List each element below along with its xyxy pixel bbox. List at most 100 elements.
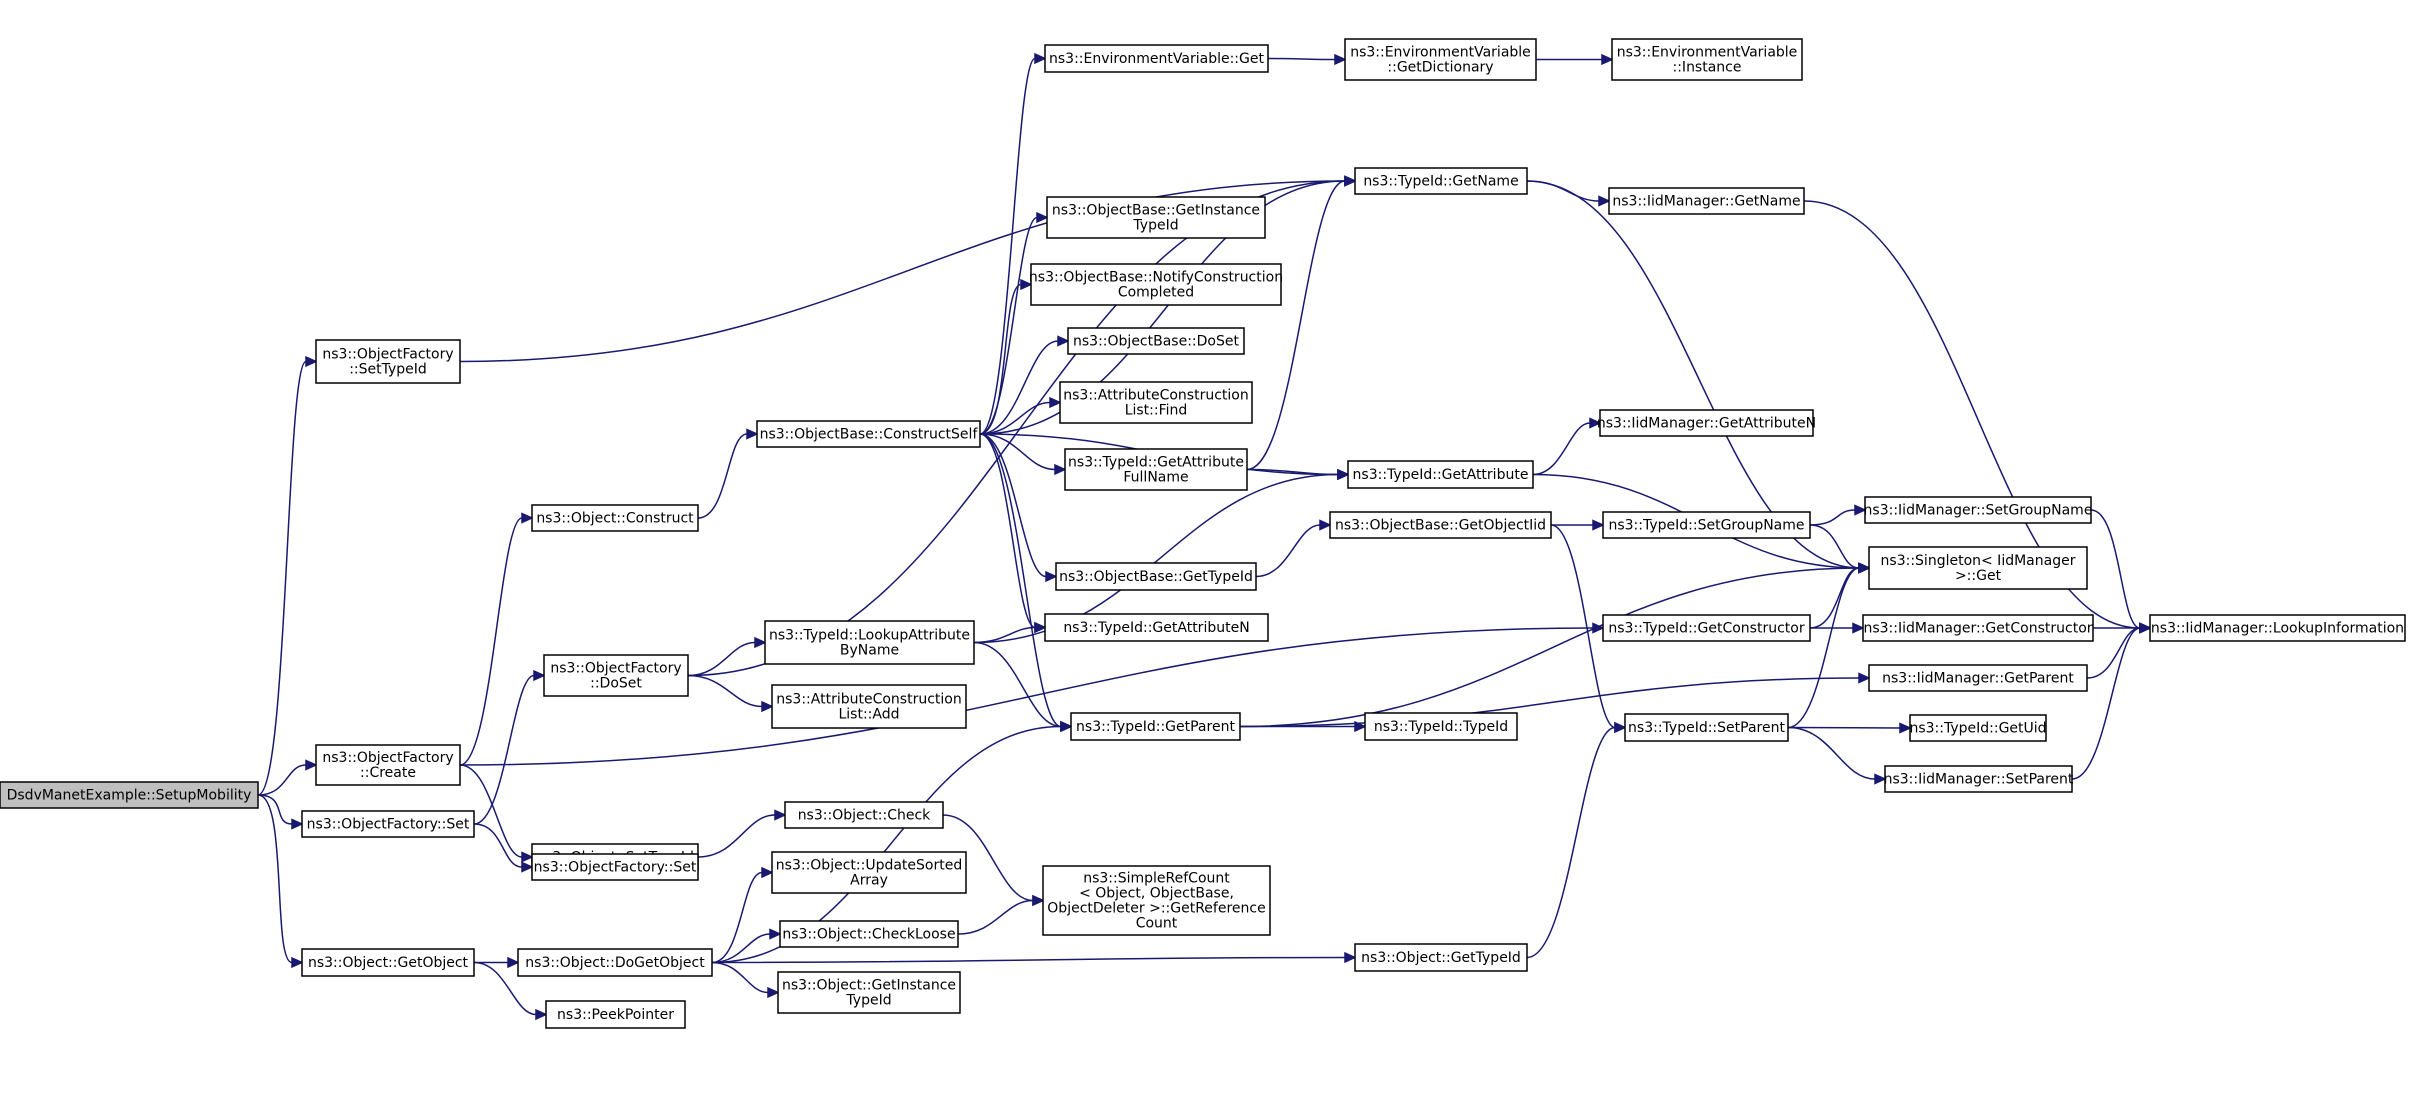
node-ns3-simplerefcount-object-objectbase-objectdeleter-getreferencecount[interactable]: ns3::SimpleRefCount< Object, ObjectBase,… (1042, 865, 1271, 936)
node-box (1884, 765, 2073, 793)
node-label: ns3::TypeId::GetConstructor (1608, 621, 1804, 637)
node-ns3-objectfactory-settypeid[interactable]: ns3::ObjectFactory::SetTypeId (315, 339, 461, 384)
edge-n16-n27 (957, 894, 1045, 935)
edge-arrowhead (774, 809, 787, 821)
node-ns3-environmentvariable-getdictionary[interactable]: ns3::EnvironmentVariable::GetDictionary (1344, 38, 1537, 81)
node-ns3-typeid-getattribute[interactable]: ns3::TypeId::GetAttribute (1347, 460, 1534, 489)
node-ns3-typeid-getattributen[interactable]: ns3::TypeId::GetAttributeN (1044, 613, 1269, 642)
node-ns3-iidmanager-getname[interactable]: ns3::IidManager::GetName (1608, 187, 1805, 215)
node-ns3-iidmanager-lookupinformation[interactable]: ns3::IidManager::LookupInformation (2149, 614, 2406, 642)
edge-n12-n26 (973, 641, 1073, 733)
node-label: ns3::ObjectBase::GetObjectIid (1335, 518, 1546, 534)
edges-layer (257, 52, 2152, 1021)
node-ns3-objectfactory-create[interactable]: ns3::ObjectFactory::Create (315, 744, 461, 786)
edge-line (1803, 200, 2141, 629)
node-ns3-typeid-setparent[interactable]: ns3::TypeId::SetParent (1624, 713, 1789, 742)
edge-n23-n30 (1246, 468, 1350, 481)
edge-n45-n46 (2071, 622, 2152, 780)
node-box (1329, 511, 1552, 539)
node-ns3-singleton-iidmanager-get[interactable]: ns3::Singleton< IidManager >::Get (1868, 546, 2088, 590)
edge-n0-n2 (257, 759, 318, 796)
node-ns3-iidmanager-setparent[interactable]: ns3::IidManager::SetParent (1884, 765, 2074, 793)
node-ns3-objectbase-getobjectiid[interactable]: ns3::ObjectBase::GetObjectIid (1329, 511, 1552, 539)
edge-arrowhead (1589, 417, 1602, 429)
node-ns3-object-dogetobject[interactable]: ns3::Object::DoGetObject (517, 948, 713, 977)
node-ns3-object-check[interactable]: ns3::Object::Check (784, 801, 944, 829)
edge-line (1787, 567, 1860, 729)
edge-line (1239, 677, 1860, 728)
node-label: ns3::TypeId::TypeId (1374, 719, 1508, 735)
node-ns3-environmentvariable-get[interactable]: ns3::EnvironmentVariable::Get (1044, 44, 1269, 73)
node-ns3-iidmanager-getconstructor[interactable]: ns3::IidManager::GetConstructor (1862, 614, 2094, 642)
edge-arrowhead (1049, 396, 1062, 409)
node-ns3-typeid-getconstructor[interactable]: ns3::TypeId::GetConstructor (1602, 614, 1811, 642)
node-ns3-typeid-typeid[interactable]: ns3::TypeId::TypeId (1364, 712, 1518, 741)
edge-line (979, 216, 1038, 435)
edge-n9-n17 (711, 961, 780, 999)
node-ns3-environmentvariable-instance[interactable]: ns3::EnvironmentVariable::Instance (1611, 38, 1803, 81)
node-label: ns3::AttributeConstruction (776, 692, 961, 708)
node-ns3-iidmanager-getparent[interactable]: ns3::IidManager::GetParent (1868, 664, 2088, 692)
node-box (545, 1000, 686, 1029)
edge-arrowhead (746, 428, 759, 440)
node-ns3-typeid-getuid[interactable]: ns3::TypeId::GetUid (1909, 714, 2047, 742)
edge-arrowhead (1334, 53, 1347, 66)
edge-line (697, 814, 776, 858)
edge-line (473, 674, 535, 825)
node-ns3-typeid-getparent[interactable]: ns3::TypeId::GetParent (1070, 712, 1241, 741)
node-ns3-objectfactory-set[interactable]: ns3::ObjectFactory::Set (301, 810, 475, 838)
node-label: ns3::Object::GetInstance (782, 978, 956, 994)
node-box (1611, 38, 1803, 81)
node-ns3-object-getobject[interactable]: ns3::Object::GetObject (301, 948, 475, 977)
node-ns3-object-checkloose[interactable]: ns3::Object::CheckLoose (779, 920, 959, 948)
node-box (315, 339, 461, 384)
node-ns3-objectbase-gettypeid[interactable]: ns3::ObjectBase::GetTypeId (1055, 562, 1257, 591)
node-ns3-objectbase-notifyconstructioncompleted[interactable]: ns3::ObjectBase::NotifyConstructionCompl… (1029, 263, 1283, 306)
edge-line (1246, 180, 1346, 471)
node-ns3-objectbase-constructself[interactable]: ns3::ObjectBase::ConstructSelf (756, 420, 981, 448)
node-ns3-typeid-getname[interactable]: ns3::TypeId::GetName (1354, 167, 1528, 195)
node-label: ns3::TypeId::GetAttribute (1353, 467, 1529, 483)
edge-n3-n8 (473, 823, 534, 873)
edge-line (257, 764, 307, 796)
node-dsdvmanetexample-setupmobility[interactable]: DsdvManetExample::SetupMobility (0, 781, 259, 809)
edge-n11-n23 (979, 433, 1067, 476)
node-label: ns3::ObjectFactory (322, 347, 453, 363)
nodes-layer: DsdvManetExample::SetupMobilityns3::Obje… (0, 38, 2406, 1029)
node-label: ::SetTypeId (349, 362, 427, 378)
edge-arrowhead (1854, 504, 1867, 516)
edge-n11-n21 (979, 335, 1070, 435)
node-box (1909, 714, 2047, 742)
edge-arrowhead (521, 861, 534, 873)
edge-line (459, 517, 523, 766)
edge-n18-n28 (1267, 53, 1347, 66)
edge-arrowhead (1614, 721, 1627, 734)
edge-arrowhead (1344, 175, 1357, 187)
node-ns3-iidmanager-setgroupname[interactable]: ns3::IidManager::SetGroupName (1864, 496, 2093, 524)
node-ns3-object-construct[interactable]: ns3::Object::Construct (531, 504, 699, 532)
edge-arrowhead (754, 636, 767, 649)
node-box (1070, 712, 1241, 741)
edge-arrowhead (1060, 720, 1073, 733)
node-ns3-object-gettypeid[interactable]: ns3::Object::GetTypeId (1354, 943, 1528, 972)
node-label: ns3::EnvironmentVariable (1617, 45, 1798, 61)
node-ns3-objectfactory-doset[interactable]: ns3::ObjectFactory::DoSet (543, 654, 689, 697)
node-ns3-iidmanager-getattributen[interactable]: ns3::IidManager::GetAttributeN (1597, 409, 1816, 437)
node-box (1354, 943, 1528, 972)
node-ns3-typeid-setgroupname[interactable]: ns3::TypeId::SetGroupName (1602, 511, 1811, 539)
node-ns3-objectbase-doset[interactable]: ns3::ObjectBase::DoSet (1067, 327, 1245, 355)
node-label: Completed (1118, 285, 1194, 301)
node-ns3-peekpointer[interactable]: ns3::PeekPointer (545, 1000, 686, 1029)
edge-line (2090, 509, 2141, 629)
edge-n29-n35 (1526, 180, 1611, 207)
node-ns3-objectfactory-set[interactable]: ns3::ObjectFactory::Set (531, 853, 699, 881)
node-label: ns3::ObjectFactory::Set (534, 860, 697, 876)
edge-n5-n11 (697, 428, 759, 519)
